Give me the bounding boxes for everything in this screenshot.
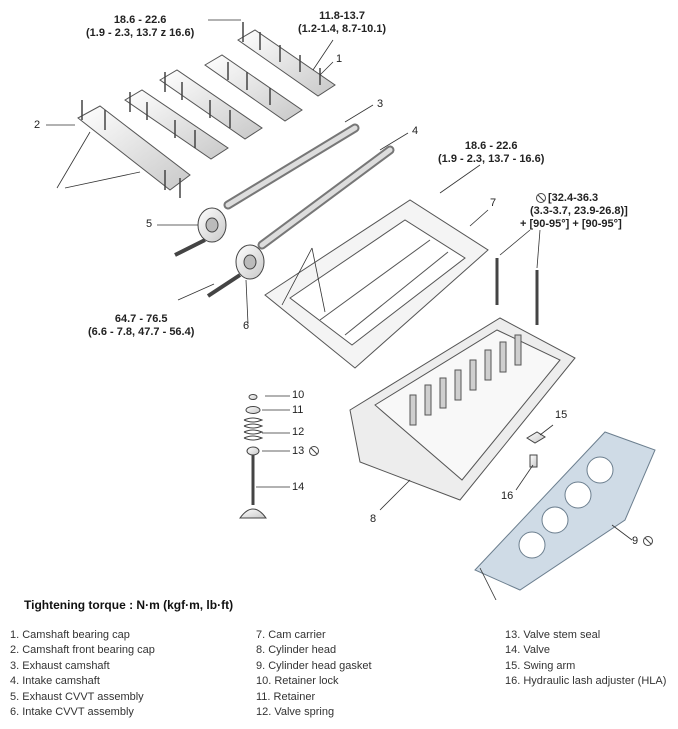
legend-item: 16. Hydraulic lash adjuster (HLA) (505, 675, 667, 688)
torque-value: [32.4-36.3 (548, 192, 599, 204)
cam-carrier (264, 199, 489, 369)
callout-7: 7 (490, 197, 497, 209)
legend-title: Tightening torque : N·m (kgf·m, lb·ft) (24, 598, 234, 612)
legend-item: 1. Camshaft bearing cap (10, 629, 130, 641)
valve-train (239, 394, 267, 519)
legend-column-2: 7. Cam carrier 8. Cylinder head 9. Cylin… (256, 628, 372, 720)
cylinder-head (349, 317, 576, 501)
legend-item: 8. Cylinder head (256, 644, 337, 657)
exhaust-cvvt-assembly (174, 207, 227, 257)
torque-value: 18.6 - 22.6 (464, 140, 518, 152)
callout-16: 16 (501, 490, 514, 502)
do-not-reuse-icon (309, 193, 653, 546)
legend-item: 2. Camshaft front bearing cap (10, 644, 155, 657)
legend-column-3: 13. Valve stem seal 14. Valve 15. Swing … (505, 628, 666, 690)
intake-cvvt-assembly (206, 244, 265, 298)
torque-label-cam-carrier: 18.6 - 22.6 (1.9 - 2.3, 13.7 - 16.6) (438, 140, 544, 166)
legend-item: 14. Valve (505, 644, 551, 657)
torque-value: 11.8-13.7 (319, 10, 365, 22)
callout-11: 11 (292, 404, 304, 416)
torque-line-1: [32.4-36.3 (520, 192, 628, 205)
torque-value: 64.7 - 76.5 (114, 313, 168, 325)
camshaft-front-bearing-cap (77, 105, 191, 191)
torque-value-alt: (1.9 - 2.3, 13.7 z 16.6) (86, 27, 195, 39)
hydraulic-lash-adjuster (529, 454, 538, 468)
legend-item: 6. Intake CVVT assembly (10, 706, 134, 719)
torque-label-head-bolts: [32.4-36.3 (3.3-3.7, 23.9-26.8)] + [90-9… (520, 192, 628, 231)
legend-item: 3. Exhaust camshaft (10, 659, 110, 672)
legend-item: 5. Exhaust CVVT assembly (10, 690, 144, 703)
legend-item: 15. Swing arm (505, 659, 576, 672)
exhaust-camshaft (223, 123, 360, 210)
torque-value: 18.6 - 22.6 (113, 14, 167, 26)
torque-value-alt: (6.6 - 7.8, 47.7 - 56.4) (88, 326, 195, 338)
callout-12: 12 (292, 426, 305, 438)
callout-14: 14 (292, 481, 305, 493)
torque-angle: + [90-95°] + [90-95°] (520, 218, 622, 230)
torque-label-cvvt: 64.7 - 76.5 (6.6 - 7.8, 47.7 - 56.4) (88, 313, 194, 339)
legend-item: 11. Retainer (256, 690, 316, 703)
callout-8: 8 (370, 513, 377, 525)
head-bolts (495, 258, 539, 325)
legend-item: 13. Valve stem seal (505, 629, 601, 641)
callout-4: 4 (412, 125, 419, 137)
legend-item: 12. Valve spring (256, 706, 335, 719)
leader-lines (46, 19, 633, 600)
camshaft-bearing-caps (124, 29, 336, 160)
legend-item: 9. Cylinder head gasket (256, 659, 372, 672)
callout-13: 13 (292, 445, 305, 457)
callout-5: 5 (146, 218, 153, 230)
callout-2: 2 (34, 119, 41, 131)
callout-9: 9 (632, 535, 639, 547)
torque-label-front-cap: 11.8-13.7 (1.2-1.4, 8.7-10.1) (298, 10, 386, 36)
legend-column-1: 1. Camshaft bearing cap 2. Camshaft fron… (10, 628, 155, 720)
legend-item: 4. Intake camshaft (10, 675, 100, 688)
torque-value-alt: (1.2-1.4, 8.7-10.1) (298, 23, 387, 35)
cylinder-head-gasket (474, 431, 656, 591)
legend-item: 10. Retainer lock (256, 675, 339, 688)
cap-bolts (81, 22, 321, 198)
callout-10: 10 (292, 389, 305, 401)
callout-3: 3 (377, 98, 384, 110)
torque-value-alt: (3.3-3.7, 23.9-26.8)] (530, 205, 628, 217)
legend-item: 7. Cam carrier (256, 629, 326, 641)
torque-value-alt: (1.9 - 2.3, 13.7 - 16.6) (438, 153, 545, 165)
callout-6: 6 (243, 320, 250, 332)
intake-camshaft (257, 145, 395, 250)
callout-1: 1 (336, 53, 343, 65)
exploded-diagram (46, 19, 656, 600)
callout-15: 15 (555, 409, 568, 421)
torque-label-cap-bolts: 18.6 - 22.6 (1.9 - 2.3, 13.7 z 16.6) (86, 14, 194, 40)
